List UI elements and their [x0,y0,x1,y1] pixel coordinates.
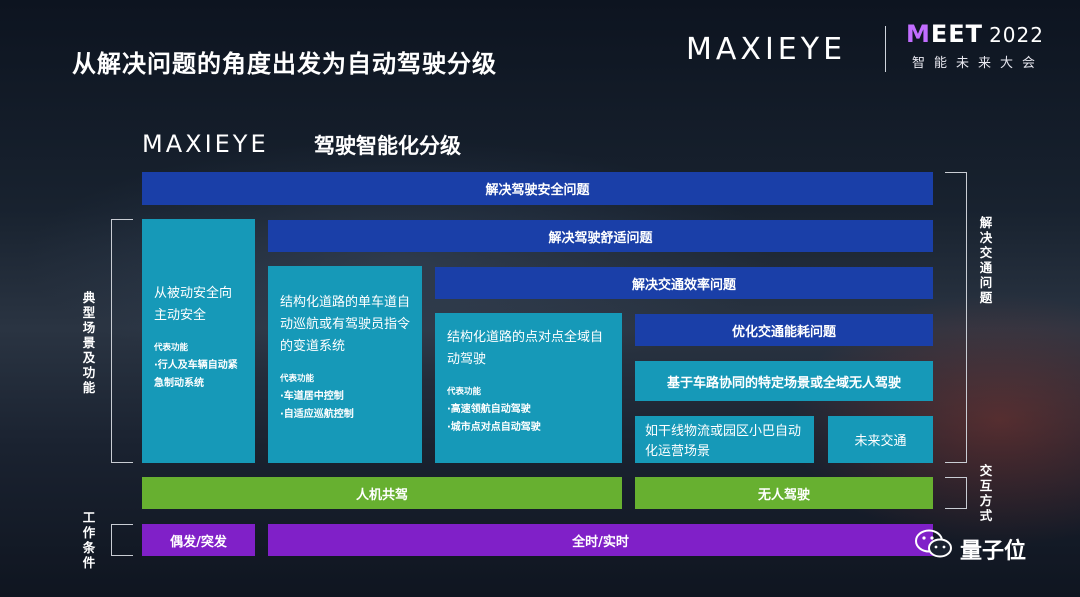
bar-v2x: 基于车路协同的特定场景或全域无人驾驶 [635,361,933,401]
bar-comfort: 解决驾驶舒适问题 [268,220,933,252]
meet-logo-eet: EET [930,20,984,48]
block-2-func-2: ·自适应巡航控制 [280,409,354,420]
bar-occasional: 偶发/突发 [142,524,255,556]
page-title: 从解决问题的角度出发为自动驾驶分级 [72,50,497,78]
event-subtitle: 智能未来大会 [912,56,1045,71]
block-3-main: 结构化道路的点对点全域自动驾驶 [447,330,604,367]
bar-driverless: 无人驾驶 [635,477,933,509]
diagram-logo: MAXIEYE [142,130,269,158]
bar-future: 未来交通 [828,416,933,463]
label-traffic: 解决交通问题 [979,215,993,305]
block-1-func-1: ·行人及车辆自动紧急制动系统 [154,360,238,389]
bar-logistics: 如干线物流或园区小巴自动化运营场景 [635,416,814,463]
block-3-func-1: ·高速领航自动驾驶 [447,404,531,415]
bracket-traffic [945,172,967,463]
label-typical: 典型场景及功能 [82,290,96,395]
block-2-main: 结构化道路的单车道自动巡航或有驾驶员指令的变道系统 [280,295,411,354]
label-work: 工作条件 [82,510,96,570]
block-1-rep-label: 代表功能 [154,343,189,353]
bar-fulltime: 全时/实时 [268,524,933,556]
bracket-work [111,524,133,556]
header-divider [885,26,886,72]
block-2-func-1: ·车道居中控制 [280,391,344,402]
meet-year: 2022 [989,23,1044,47]
block-1-main: 从被动安全向主动安全 [154,286,233,323]
bar-energy: 优化交通能耗问题 [635,314,933,346]
diagram-heading: 驾驶智能化分级 [314,134,461,158]
maxieye-logo: MAXIEYE [686,32,847,67]
bar-efficiency: 解决交通效率问题 [435,267,933,299]
meet-logo-m: M [906,20,931,48]
bar-human-machine: 人机共驾 [142,477,622,509]
block-3-rep-label: 代表功能 [447,387,482,397]
block-3-func-2: ·城市点对点自动驾驶 [447,422,541,433]
block-p2p: 结构化道路的点对点全域自动驾驶 代表功能 ·高速领航自动驾驶 ·城市点对点自动驾… [435,313,622,463]
block-active-safety: 从被动安全向主动安全 代表功能 ·行人及车辆自动紧急制动系统 [142,219,255,463]
block-lane-cruise: 结构化道路的单车道自动巡航或有驾驶员指令的变道系统 代表功能 ·车道居中控制 ·… [268,266,422,463]
bar-safety: 解决驾驶安全问题 [142,172,933,205]
bracket-mode [945,477,967,509]
wechat-icon [915,529,952,558]
block-2-rep-label: 代表功能 [280,374,315,384]
bracket-typical [111,219,133,463]
watermark-text: 量子位 [960,539,1027,564]
label-mode: 交互方式 [979,463,993,523]
